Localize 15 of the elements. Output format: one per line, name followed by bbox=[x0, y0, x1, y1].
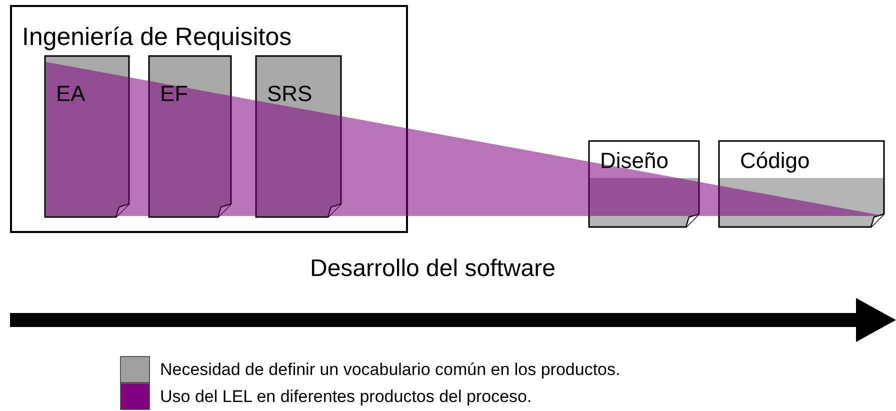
document-shape bbox=[588, 140, 700, 228]
node-label: Diseño bbox=[600, 148, 668, 174]
node-label: SRS bbox=[267, 81, 312, 107]
document-shape bbox=[255, 55, 342, 218]
node-label: Código bbox=[740, 148, 810, 174]
group-title: Ingeniería de Requisitos bbox=[22, 23, 292, 52]
node-label: EA bbox=[56, 81, 86, 107]
node-label: EF bbox=[160, 81, 188, 107]
legend-text: Uso del LEL en diferentes productos del proceso. bbox=[160, 387, 532, 407]
group-box bbox=[10, 5, 408, 233]
document-shape bbox=[44, 55, 130, 218]
document-shape bbox=[148, 55, 232, 218]
document-shape bbox=[718, 140, 885, 228]
axis-label: Desarrollo del software bbox=[310, 255, 556, 283]
legend-text: Necesidad de definir un vocabulario común en los productos. bbox=[160, 360, 620, 380]
